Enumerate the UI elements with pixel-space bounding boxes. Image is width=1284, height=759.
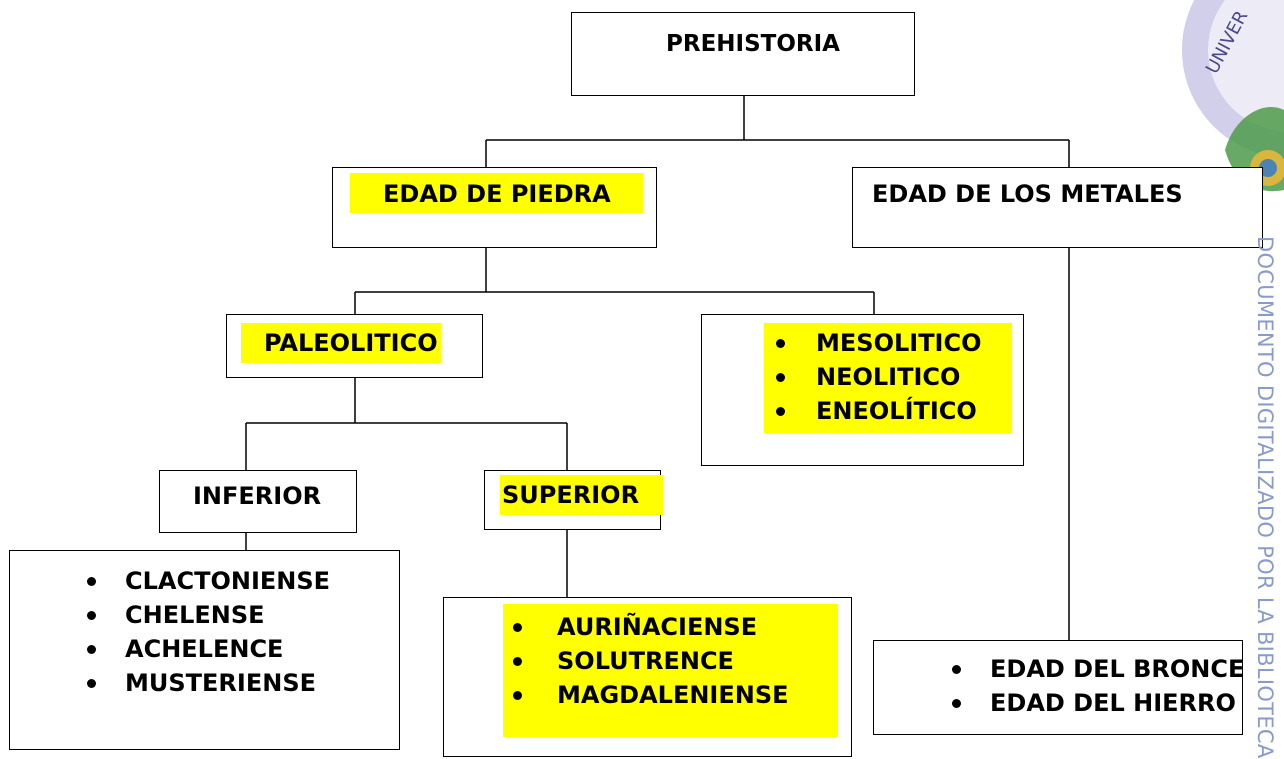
inferior-cultures-list: CLACTONIENSE CHELENSE ACHELENCE MUSTERIE… xyxy=(60,564,390,700)
later-periods-highlight xyxy=(764,323,1012,433)
bullet-icon xyxy=(87,645,96,654)
inferior-cultures-box xyxy=(9,550,400,750)
stone-age-label: EDAD DE PIEDRA xyxy=(383,180,611,208)
paleolithic-label: PALEOLITICO xyxy=(264,329,438,357)
university-seal-logo: UNIVER xyxy=(1182,0,1284,192)
metal-items-box xyxy=(873,640,1243,735)
inferior-label: INFERIOR xyxy=(193,482,322,510)
list-item: AURIÑACIENSE xyxy=(503,610,838,644)
inferior-box xyxy=(159,470,357,533)
bullet-icon xyxy=(776,373,785,382)
list-item: SOLUTRENCE xyxy=(503,644,838,678)
metal-age-box xyxy=(852,167,1263,248)
list-item: NEOLITICO xyxy=(764,360,1012,394)
stone-age-highlight xyxy=(350,173,643,213)
library-watermark: DOCUMENTO DIGITALIZADO POR LA BIBLIOTECA xyxy=(1253,236,1277,759)
later-periods-list: MESOLITICO NEOLITICO ENEOLÍTICO xyxy=(764,326,1012,428)
list-item: MESOLITICO xyxy=(764,326,1012,360)
list-item: CHELENSE xyxy=(60,598,390,632)
bullet-icon xyxy=(87,577,96,586)
list-item: EDAD DEL BRONCE xyxy=(935,652,1245,686)
metal-age-label: EDAD DE LOS METALES xyxy=(872,180,1183,208)
bullet-icon xyxy=(87,611,96,620)
superior-cultures-list: AURIÑACIENSE SOLUTRENCE MAGDALENIENSE xyxy=(503,610,838,712)
connector-paleolithic xyxy=(245,378,568,470)
bullet-icon xyxy=(87,679,96,688)
bullet-icon xyxy=(513,623,522,632)
bullet-icon xyxy=(513,691,522,700)
list-item: MAGDALENIENSE xyxy=(503,678,838,712)
bullet-icon xyxy=(513,657,522,666)
bullet-icon xyxy=(776,339,785,348)
root-box xyxy=(571,12,915,96)
bullet-icon xyxy=(776,407,785,416)
paleolithic-highlight xyxy=(241,323,441,363)
list-item: ACHELENCE xyxy=(60,632,390,666)
connector-stone-age xyxy=(354,248,875,314)
metal-items-list: EDAD DEL BRONCE EDAD DEL HIERRO xyxy=(935,652,1245,720)
list-item: CLACTONIENSE xyxy=(60,564,390,598)
list-item: EDAD DEL HIERRO xyxy=(935,686,1245,720)
root-label: PREHISTORIA xyxy=(666,31,840,57)
superior-highlight xyxy=(500,475,663,515)
superior-cultures-highlight xyxy=(503,604,838,737)
superior-label: SUPERIOR xyxy=(502,481,640,509)
list-item: MUSTERIENSE xyxy=(60,666,390,700)
bullet-icon xyxy=(952,699,961,708)
list-item: ENEOLÍTICO xyxy=(764,394,1012,428)
connector-root xyxy=(485,96,1070,167)
bullet-icon xyxy=(952,665,961,674)
